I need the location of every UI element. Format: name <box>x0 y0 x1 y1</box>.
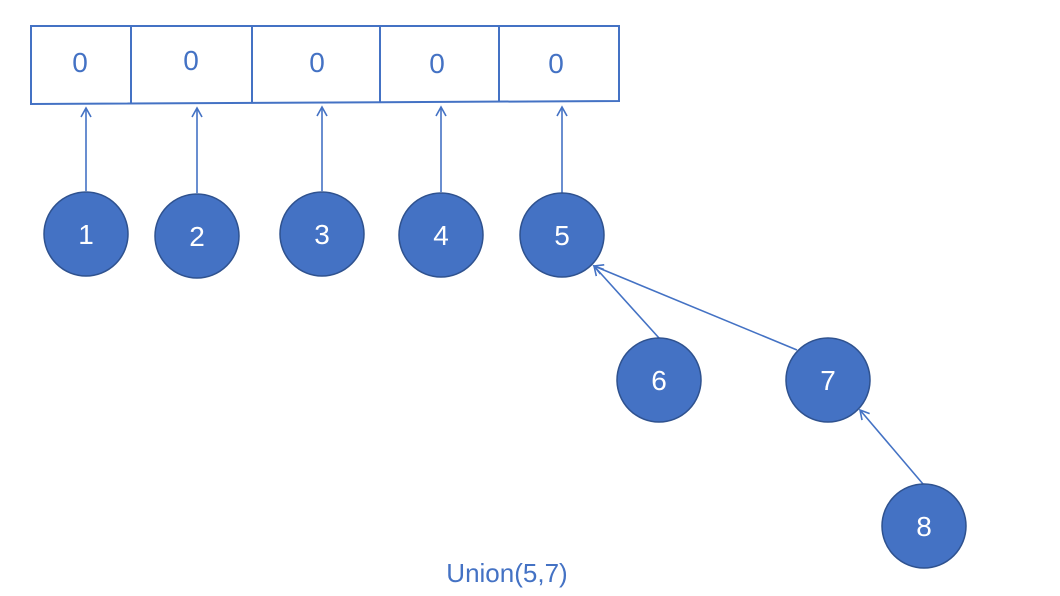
node-label: 1 <box>78 219 94 250</box>
array-cell-5: 0 <box>548 48 564 79</box>
array-cell-3: 0 <box>309 47 325 78</box>
node-label: 8 <box>916 511 932 542</box>
edge-6-to-5 <box>592 264 660 339</box>
edge-7-to-5 <box>592 264 798 351</box>
node-7: 7 <box>785 337 871 423</box>
node-label: 2 <box>189 221 205 252</box>
nodes: 1 2 3 4 5 6 7 8 <box>43 191 967 569</box>
node-3: 3 <box>279 191 365 277</box>
parent-array: 0 0 0 0 0 <box>30 25 620 106</box>
node-label: 3 <box>314 219 330 250</box>
array-outline <box>30 25 620 106</box>
operation-caption: Union(5,7) <box>446 558 567 588</box>
array-cell-4: 0 <box>429 48 445 79</box>
node-1: 1 <box>43 191 129 277</box>
node-8: 8 <box>881 483 967 569</box>
node-2: 2 <box>154 193 240 279</box>
node-6: 6 <box>616 337 702 423</box>
node-label: 5 <box>554 220 570 251</box>
node-label: 6 <box>651 365 667 396</box>
node-5: 5 <box>519 192 605 278</box>
node-label: 4 <box>433 220 449 251</box>
edge-8-to-7 <box>858 408 924 485</box>
node-label: 7 <box>820 365 836 396</box>
array-cell-2: 0 <box>183 45 199 76</box>
array-cell-1: 0 <box>72 47 88 78</box>
node-4: 4 <box>398 192 484 278</box>
edges <box>80 105 924 485</box>
